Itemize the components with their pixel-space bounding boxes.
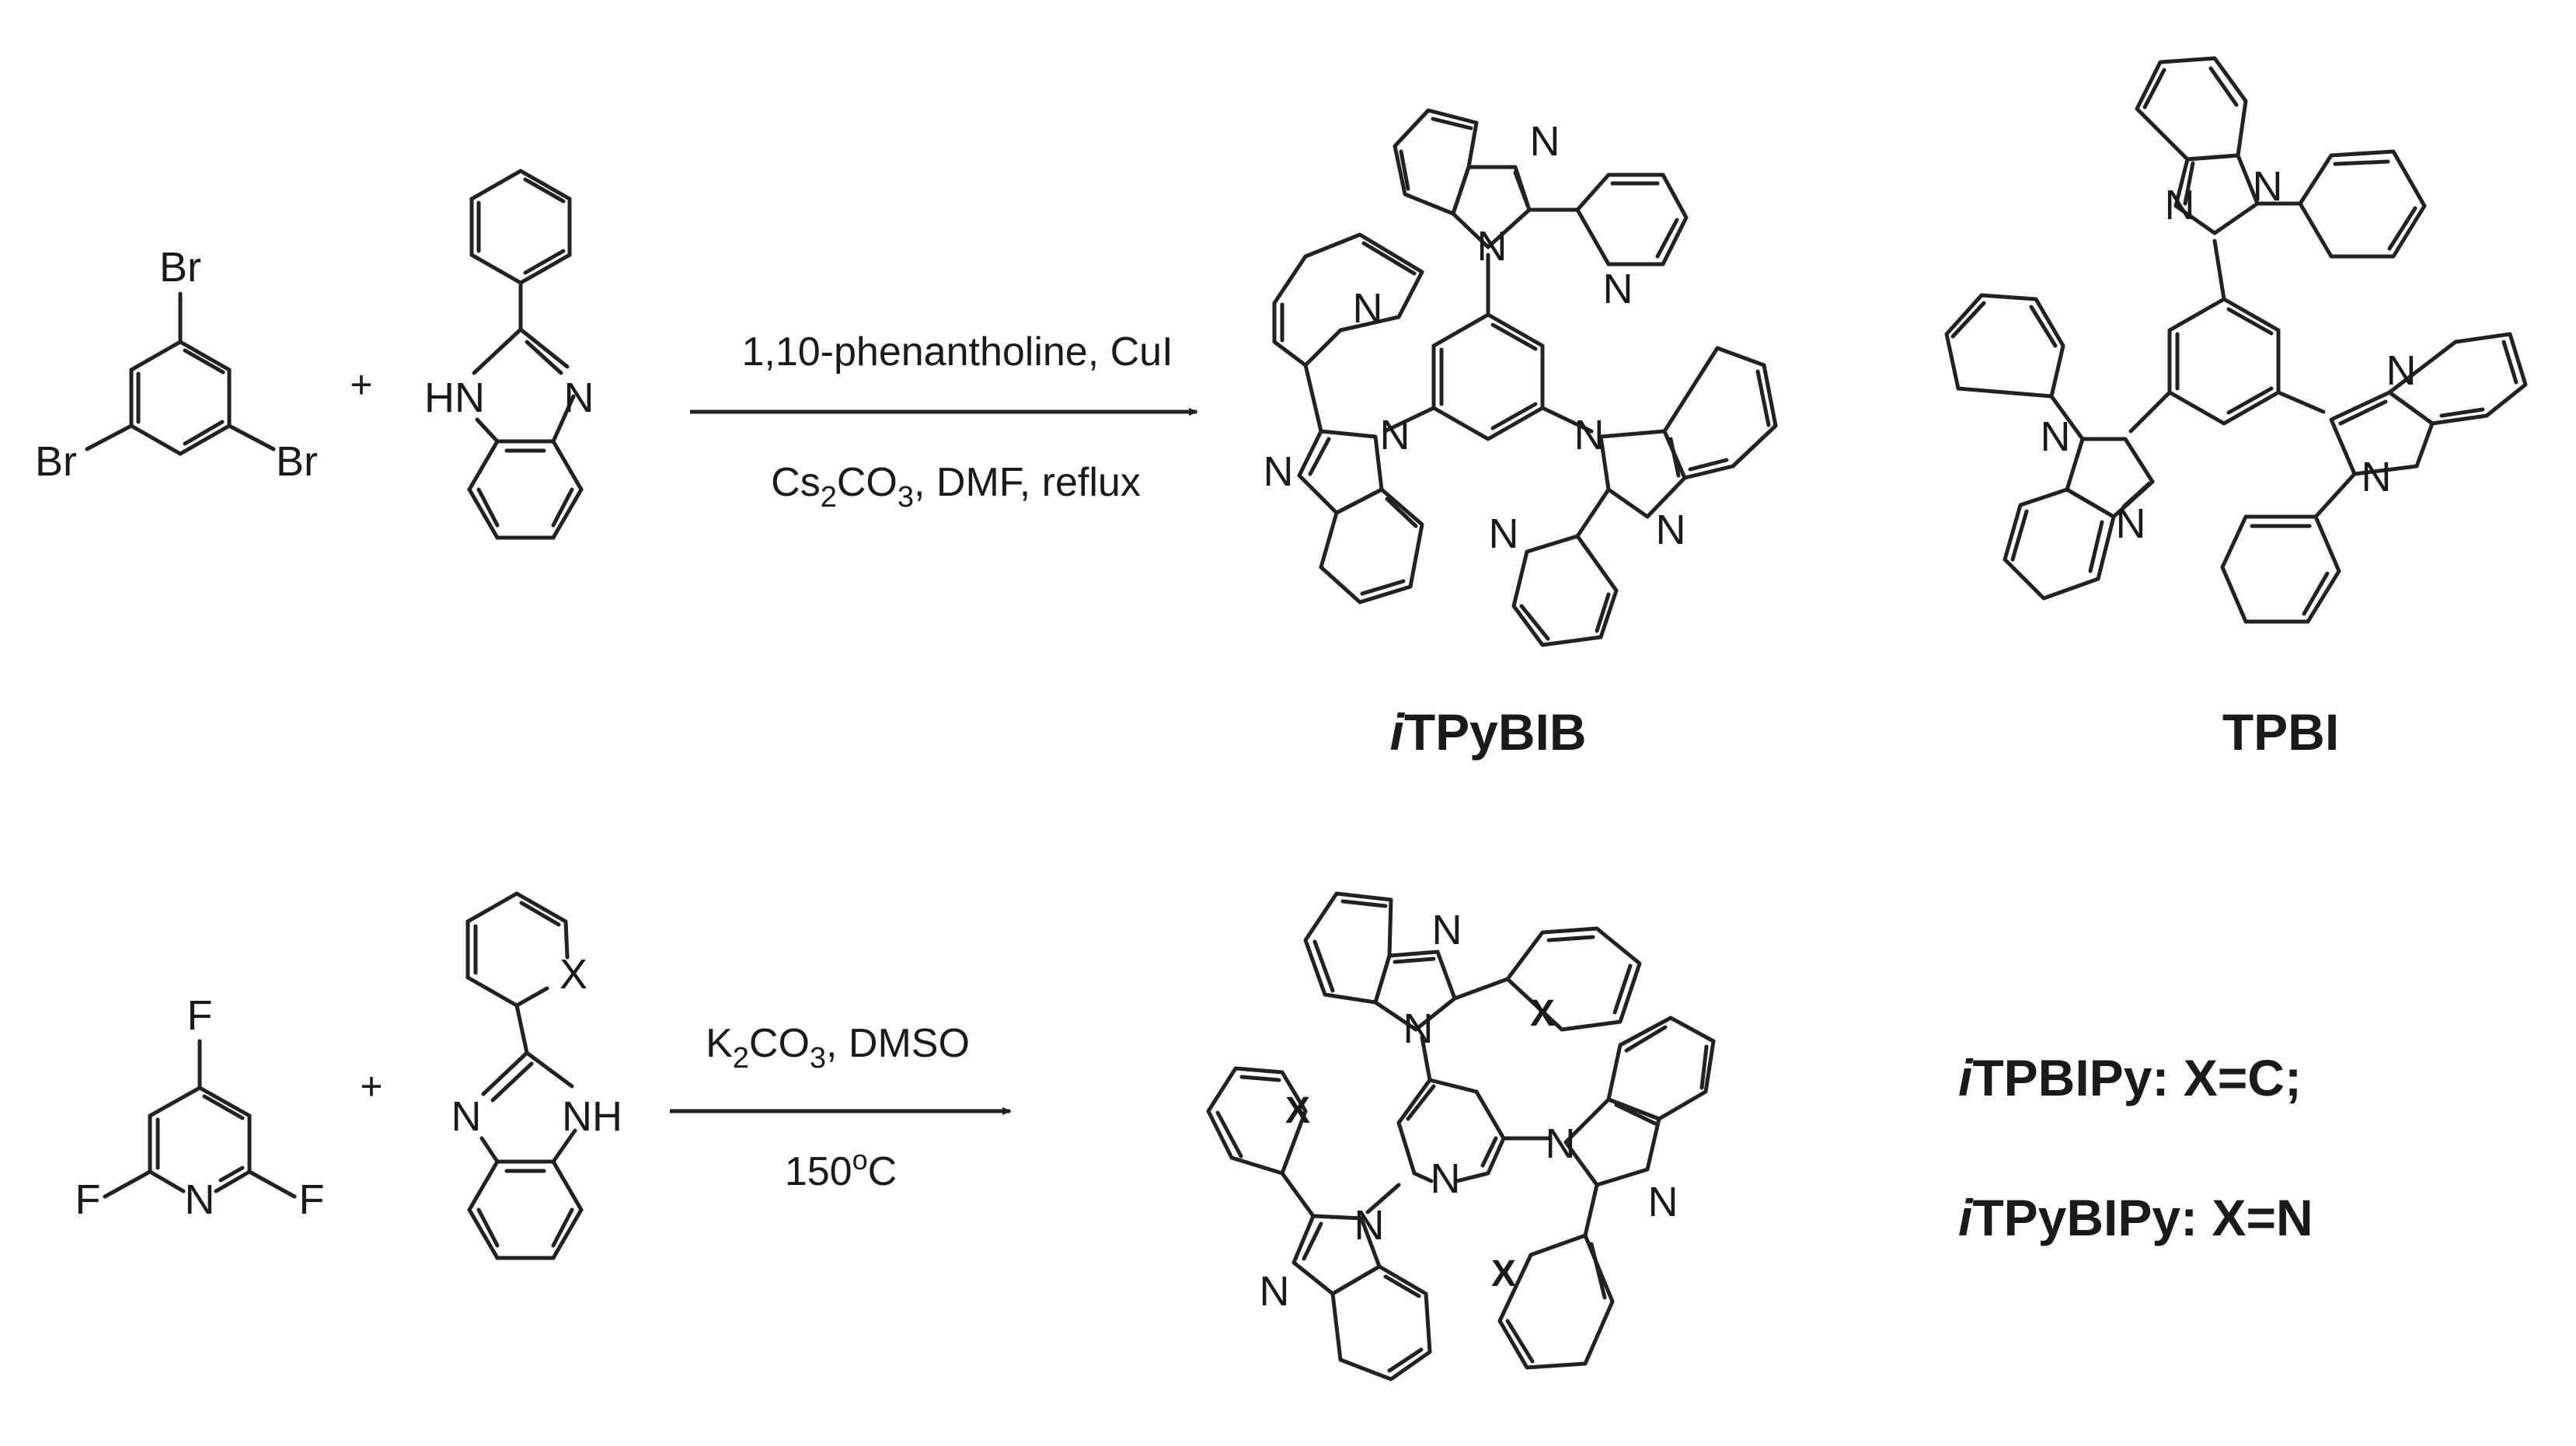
atom-n-tpbi-right-link: N	[2362, 454, 2392, 500]
atom-n-tpbi-right-imid: N	[2386, 347, 2417, 394]
atom-br-left: Br	[35, 438, 77, 485]
structure-itpybib	[1272, 108, 1778, 647]
atom-n-right-link: N	[1574, 412, 1605, 458]
atom-x-prod-top: X	[1530, 993, 1555, 1034]
atom-n-left-imid: N	[1264, 448, 1294, 495]
tribromobenzene	[85, 291, 276, 456]
atom-n-reactant-imid: N	[451, 1093, 482, 1140]
atom-br-top: Br	[159, 244, 201, 291]
pyridyl-benzimidazole	[465, 891, 584, 1260]
atom-br-right: Br	[276, 438, 318, 485]
atom-n-right-pyr: N	[1489, 510, 1519, 557]
condition-above-arrow-1: 1,10-phenantholine, CuI	[741, 329, 1173, 375]
atom-n-prod-left-imid: N	[1260, 1268, 1290, 1315]
atom-n-top-link: N	[1477, 223, 1508, 270]
atom-x-prod-left: X	[1285, 1090, 1310, 1131]
plus-sign-2: +	[360, 1064, 382, 1108]
atom-f-right: F	[299, 1176, 325, 1223]
label-itpybib: iTPyBIB	[1389, 703, 1586, 761]
atom-n-tpbi-left-link: N	[2041, 413, 2071, 460]
label-tpbi: TPBI	[2222, 703, 2339, 761]
atom-n-left-link: N	[1380, 412, 1410, 458]
atom-n-tpbi-top-link: N	[2253, 163, 2283, 210]
atom-n-prod-pyridine: N	[1431, 1155, 1461, 1202]
label-itpbipy: iTPBIPy: X=C;	[1958, 1049, 2302, 1106]
atom-n-prod-right-imid: N	[1648, 1179, 1678, 1225]
plus-sign-1: +	[350, 363, 372, 406]
trifluoropyridine	[103, 1039, 297, 1199]
atom-n-tpbi-left-imid: N	[2116, 500, 2146, 547]
atom-n-imidazole: N	[564, 375, 594, 421]
condition-below-arrow-1: Cs2CO3, DMF, reflux	[771, 460, 1141, 514]
atom-n-right-imid: N	[1656, 507, 1686, 553]
atom-x-reactant: X	[559, 951, 587, 998]
atom-nh: NH	[562, 1093, 622, 1140]
atom-f-top: F	[187, 992, 213, 1039]
atom-x-prod-right: X	[1491, 1253, 1516, 1294]
atom-n-prod-left-link: N	[1354, 1202, 1385, 1249]
phenylbenzimidazole	[467, 169, 584, 540]
atom-f-left: F	[75, 1176, 101, 1223]
atom-n-pyridine: N	[185, 1176, 215, 1223]
atom-n-prod-top-imid: N	[1432, 907, 1462, 953]
atom-n-prod-top-link: N	[1403, 1005, 1434, 1052]
atom-n-top-pyr: N	[1603, 266, 1633, 312]
atom-n-left-pyr: N	[1353, 285, 1383, 332]
atom-hn: HN	[424, 375, 485, 421]
atom-n-top-imid: N	[1530, 118, 1560, 165]
condition-above-arrow-2: K2CO3, DMSO	[706, 1021, 970, 1075]
structure-itpbipy-family	[1206, 891, 1716, 1382]
structure-tpbi	[1944, 56, 2528, 624]
atom-n-prod-right-link: N	[1546, 1120, 1576, 1167]
condition-below-arrow-2: 150oC	[785, 1144, 897, 1194]
atom-n-tpbi-top-imid: N	[2165, 182, 2195, 228]
label-itpybipy: iTPyBIPy: X=N	[1958, 1189, 2313, 1246]
